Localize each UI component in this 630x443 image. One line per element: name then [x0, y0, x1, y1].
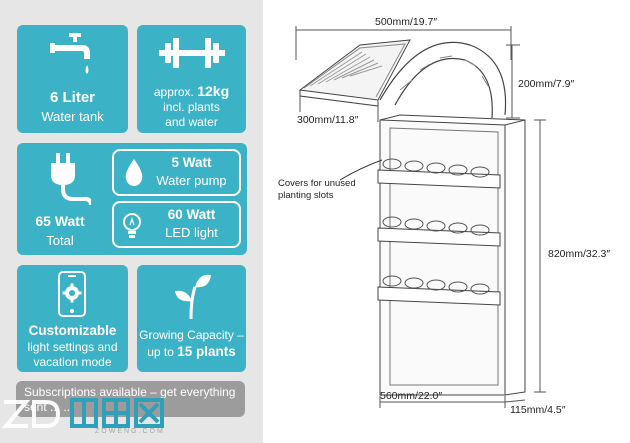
plant-sprout-icon — [175, 274, 211, 319]
capacity-value: 15 plants — [177, 344, 236, 359]
height-label: 820mm/32.3″ — [548, 248, 611, 260]
pump-watt-label: Water pump — [156, 173, 227, 188]
power-tile: 65 Watt Total 5 Watt Water pump 60 Watt … — [17, 143, 247, 255]
pump-card: 5 Watt Water pump — [112, 149, 241, 196]
width-top-label: 500mm/19.7″ — [375, 16, 438, 28]
feature-panel: 6 Liter Water tank approx. 12kg incl. pl… — [0, 0, 263, 443]
watermark-url: ZOWENG.COM — [95, 428, 165, 435]
customizable-line3: vacation mode — [33, 355, 112, 369]
cover-annotation-line1: Covers for unused — [278, 178, 356, 189]
capacity-tile: Growing Capacity – up to 15 plants — [137, 265, 246, 372]
led-card: 60 Watt LED light — [112, 201, 241, 248]
water-tank-label: Water tank — [41, 109, 104, 124]
pump-watt-value: 5 Watt — [171, 155, 212, 170]
shelf-2 — [377, 216, 501, 247]
weight-line2: incl. plants — [163, 100, 220, 114]
shelf-1 — [377, 158, 501, 189]
water-tank-value: 6 Liter — [49, 89, 95, 106]
capacity-line2: up to 15 plants — [137, 344, 246, 359]
led-watt-value: 60 Watt — [167, 207, 216, 222]
cover-annotation-line2: planting slots — [278, 190, 334, 201]
customizable-line2: light settings and — [27, 340, 118, 354]
faucet-icon — [50, 33, 90, 74]
capacity-line1: Growing Capacity – — [139, 328, 244, 342]
smartphone-gear-icon — [58, 271, 86, 317]
shelf-3 — [377, 275, 501, 306]
customizable-tile: Customizable light settings and vacation… — [17, 265, 128, 372]
weight-value: 12kg — [197, 83, 230, 99]
lamp-arch — [379, 41, 507, 116]
water-drop-icon — [125, 159, 143, 186]
weight-prefix: approx. — [153, 85, 194, 99]
plug-icon — [51, 153, 91, 206]
weight-line1: approx. 12kg — [137, 83, 246, 99]
lamp-height-label: 200mm/7.9″ — [518, 78, 575, 90]
annotation-leader — [339, 159, 383, 181]
light-bulb-icon — [123, 213, 141, 238]
watermark-logo — [1, 398, 164, 428]
customizable-title: Customizable — [28, 323, 117, 338]
total-watt-value: 65 Watt — [35, 213, 85, 229]
weight-line3: and water — [165, 115, 218, 129]
watermark: ZOWENG.COM — [0, 392, 200, 442]
width-bottom-label: 560mm/22.0″ — [380, 390, 443, 402]
lamp-depth-label: 300mm/11.8″ — [297, 114, 359, 126]
cover-annotation: Covers for unused planting slots — [278, 178, 356, 202]
weight-tile: approx. 12kg incl. plants and water — [137, 25, 246, 133]
product-dimension-drawing — [295, 26, 546, 408]
total-watt-label: Total — [46, 233, 74, 248]
capacity-prefix: up to — [147, 345, 174, 359]
led-watt-label: LED light — [165, 225, 218, 240]
dumbbell-icon — [159, 38, 225, 68]
banner-line1: Subscriptions available – get everything — [24, 385, 236, 399]
depth-bottom-label: 115mm/4.5″ — [510, 404, 566, 416]
water-tank-tile: 6 Liter Water tank — [17, 25, 128, 133]
subscription-banner: Subscriptions available – get everything… — [16, 381, 245, 417]
